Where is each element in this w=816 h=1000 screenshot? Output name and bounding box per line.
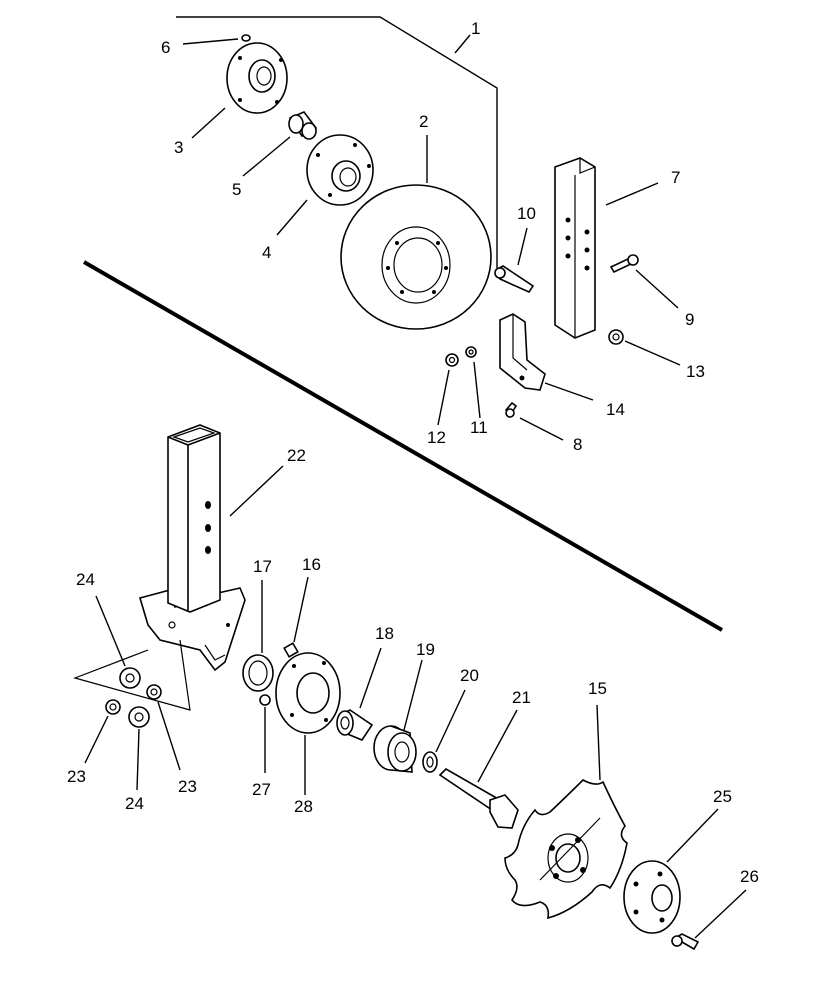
part-20-washer (422, 751, 438, 773)
callout-11: 11 (470, 418, 488, 437)
part-4-hub (306, 134, 374, 206)
part-23-washer-left (105, 699, 121, 715)
callout-27: 27 (252, 780, 271, 799)
part-24-nut-upper (119, 667, 141, 689)
part-11-washer (465, 346, 477, 358)
part-13-nut (608, 329, 624, 345)
nut-group-outline (73, 639, 191, 711)
callout-10: 10 (517, 204, 536, 223)
callout-4: 4 (262, 243, 271, 262)
part-21-axle-bolt (438, 768, 519, 829)
part-26-bolt (671, 933, 700, 951)
callout-labels: 1 2 3 4 5 6 7 8 9 10 11 12 13 14 15 16 1… (67, 19, 759, 886)
part-19-bearing (373, 725, 417, 773)
callout-1: 1 (471, 19, 480, 38)
callout-5: 5 (232, 180, 241, 199)
callout-13: 13 (686, 362, 705, 381)
part-14-bracket (499, 313, 546, 391)
callout-9: 9 (685, 310, 694, 329)
callout-14: 14 (606, 400, 625, 419)
part-25-hub-cap (623, 860, 681, 934)
part-7-channel-arm (554, 157, 596, 339)
part-5-bushing (288, 111, 318, 140)
callout-23-left: 23 (67, 767, 86, 786)
part-12-nut (445, 353, 459, 367)
part-22-shank-tube (138, 424, 246, 672)
part-15-notched-disc (504, 779, 628, 920)
callout-18: 18 (375, 624, 394, 643)
callout-26: 26 (740, 867, 759, 886)
callout-3: 3 (174, 138, 183, 157)
part-8-small-bolt (504, 401, 518, 418)
section-divider-line (83, 260, 723, 632)
callout-24-lower: 24 (125, 794, 144, 813)
part-10-long-bolt (494, 265, 535, 294)
leader-1 (176, 16, 498, 275)
callout-22: 22 (287, 446, 306, 465)
callout-8: 8 (573, 435, 582, 454)
part-9-bolt (609, 254, 639, 274)
callout-15: 15 (588, 679, 607, 698)
part-24-nut-lower (128, 706, 150, 728)
part-16-grease-fitting (283, 642, 299, 658)
callout-16: 16 (302, 555, 321, 574)
callout-23-right: 23 (178, 777, 197, 796)
callout-17: 17 (253, 557, 272, 576)
part-6-small-screw (241, 34, 251, 42)
part-28-bearing-housing (275, 652, 341, 734)
callout-6: 6 (161, 38, 170, 57)
callout-25: 25 (713, 787, 732, 806)
part-3-hub-flange (226, 42, 288, 114)
part-27-small-nut (259, 694, 271, 706)
callout-7: 7 (671, 168, 680, 187)
callout-28: 28 (294, 797, 313, 816)
part-2-disc-blade (340, 184, 492, 330)
callout-19: 19 (416, 640, 435, 659)
callout-2: 2 (419, 112, 428, 131)
part-23-washer-right (146, 684, 162, 700)
part-17-ring (242, 654, 274, 692)
callout-24-upper: 24 (76, 570, 95, 589)
callout-20: 20 (460, 666, 479, 685)
callout-21: 21 (512, 688, 531, 707)
part-18-spacer (336, 709, 374, 741)
callout-12: 12 (427, 428, 446, 447)
